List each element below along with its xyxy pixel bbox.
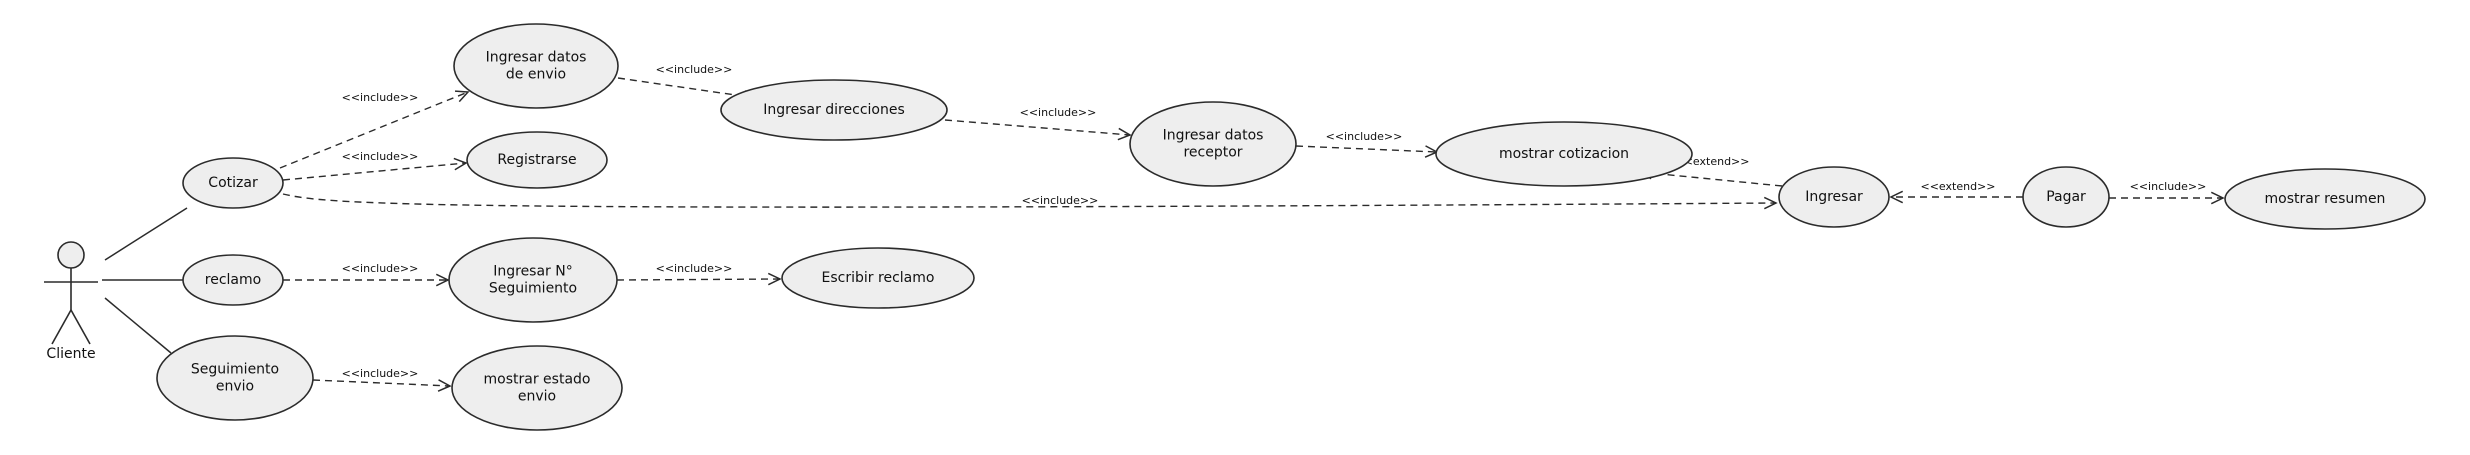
use-case-label: Cotizar (208, 175, 258, 191)
use-case-pagar[interactable]: Pagar (2022, 166, 2110, 228)
use-case-label: Seguimiento (191, 362, 279, 378)
use-case-ellipse (720, 79, 948, 141)
use-case-label: Ingresar N° (493, 264, 573, 280)
dependency-line (1295, 145, 1438, 153)
arrowhead (453, 157, 468, 171)
use-case-ellipse (1129, 101, 1297, 187)
use-case-ingresar-n-seguimiento[interactable]: Ingresar N°Seguimiento (448, 237, 618, 323)
arrowhead (435, 273, 450, 287)
stereotype-label: <<extend>> (1921, 180, 1996, 193)
dependency-line (279, 91, 469, 169)
use-case-ellipse (451, 345, 623, 431)
dependency-reclamo-to-ingresar_n_seguimiento: <<include>> (283, 262, 450, 287)
arrowhead (1763, 196, 1778, 210)
use-case-label: mostrar estado (484, 372, 591, 388)
use-case-label: Ingresar direcciones (763, 102, 905, 118)
use-case-label: Seguimiento (489, 281, 577, 297)
dependency-line (312, 379, 451, 387)
arrowhead (454, 90, 470, 103)
use-case-label: Ingresar datos (486, 50, 587, 66)
use-case-reclamo[interactable]: reclamo (182, 254, 284, 306)
use-case-label: mostrar resumen (2265, 191, 2386, 207)
use-case-label: Escribir reclamo (822, 270, 935, 286)
arrowhead (767, 272, 782, 286)
use-case-ellipse (448, 237, 618, 323)
use-case-ellipse (2022, 166, 2110, 228)
dependency-seguimiento-to-mostrar_estado_envio: <<include>> (312, 367, 452, 392)
dependency-ingresar_n_seguimiento-to-escribir_reclamo: <<include>> (616, 262, 782, 286)
use-case-label: de envio (506, 67, 566, 83)
dependency-line (944, 119, 1131, 136)
use-case-label: Ingresar (1805, 189, 1863, 205)
stereotype-label: <<include>> (656, 262, 733, 275)
actor-cliente[interactable]: Cliente (44, 241, 98, 362)
relationship-layer: <<include>> <<include>> <<include>> <<inclu… (102, 63, 2225, 392)
arrowhead (1117, 127, 1132, 141)
use-case-ellipse (182, 254, 284, 306)
use-case-ellipse (156, 335, 314, 421)
use-case-mostrar-cotizacion[interactable]: mostrar cotizacion (1435, 121, 1693, 187)
actor-left-leg (51, 309, 72, 345)
use-case-ellipse (466, 131, 608, 189)
dependency-line (282, 193, 1777, 208)
dependency-ingresar_direcciones-to-ingresar_datos_receptor: <<include>> (944, 106, 1132, 141)
stereotype-label: <<include>> (1326, 130, 1403, 143)
dependency-cotizar-to-ingresar_datos_envio: <<include>> (279, 90, 470, 169)
arrowhead (437, 379, 452, 392)
arrowhead (2210, 191, 2225, 205)
actor-head (57, 241, 85, 269)
stereotype-label: <<include>> (2130, 180, 2207, 193)
dependency-pagar-to-ingresar: <<extend>> (1889, 180, 2023, 204)
use-case-label: envio (518, 389, 556, 405)
use-case-ingresar[interactable]: Ingresar (1778, 166, 1890, 228)
stereotype-label: <<include>> (342, 262, 419, 275)
dependency-line (282, 162, 467, 181)
actor-right-leg (70, 309, 91, 345)
stereotype-label: <<include>> (342, 150, 419, 163)
dependency-line (616, 278, 781, 281)
use-case-ellipse (182, 157, 284, 209)
use-case-ellipse (1435, 121, 1693, 187)
use-case-ellipse (2224, 168, 2426, 230)
use-case-ellipse (781, 247, 975, 309)
use-case-label: Registrarse (497, 152, 576, 168)
use-case-label: reclamo (205, 272, 261, 288)
stereotype-label: <<include>> (342, 367, 419, 380)
dependency-pagar-to-mostrar_resumen: <<include>> (2109, 180, 2225, 205)
use-case-escribir-reclamo[interactable]: Escribir reclamo (781, 247, 975, 309)
association-seguimiento (104, 297, 172, 354)
stereotype-label: <<extend>> (1675, 155, 1750, 168)
use-case-label: Ingresar datos (1163, 128, 1264, 144)
stereotype-label: <<include>> (656, 63, 733, 76)
use-case-ellipse (1778, 166, 1890, 228)
stereotype-label: <<include>> (1020, 106, 1097, 119)
use-case-label: mostrar cotizacion (1499, 146, 1629, 162)
dependency-cotizar-to-registrarse: <<include>> (282, 150, 468, 181)
arrowhead (1889, 190, 1904, 204)
association-cotizar (104, 207, 188, 261)
actor-label: Cliente (46, 346, 95, 362)
stereotype-label: <<include>> (342, 91, 419, 104)
use-case-cotizar[interactable]: Cotizar (182, 157, 284, 209)
dependency-cotizar-to-ingresar: <<include>> (282, 193, 1778, 210)
use-case-mostrar-resumen[interactable]: mostrar resumen (2224, 168, 2426, 230)
use-case-registrarse[interactable]: Registrarse (466, 131, 608, 189)
dependency-ingresar_datos_receptor-to-mostrar_cotizacion: <<include>> (1295, 130, 1439, 158)
use-case-label: envio (216, 379, 254, 395)
use-case-ellipse (453, 23, 619, 109)
use-case-label: receptor (1183, 145, 1242, 161)
stereotype-label: <<include>> (1022, 194, 1099, 207)
use-case-ingresar-direcciones[interactable]: Ingresar direcciones (720, 79, 948, 141)
use-case-label: Pagar (2046, 189, 2086, 205)
